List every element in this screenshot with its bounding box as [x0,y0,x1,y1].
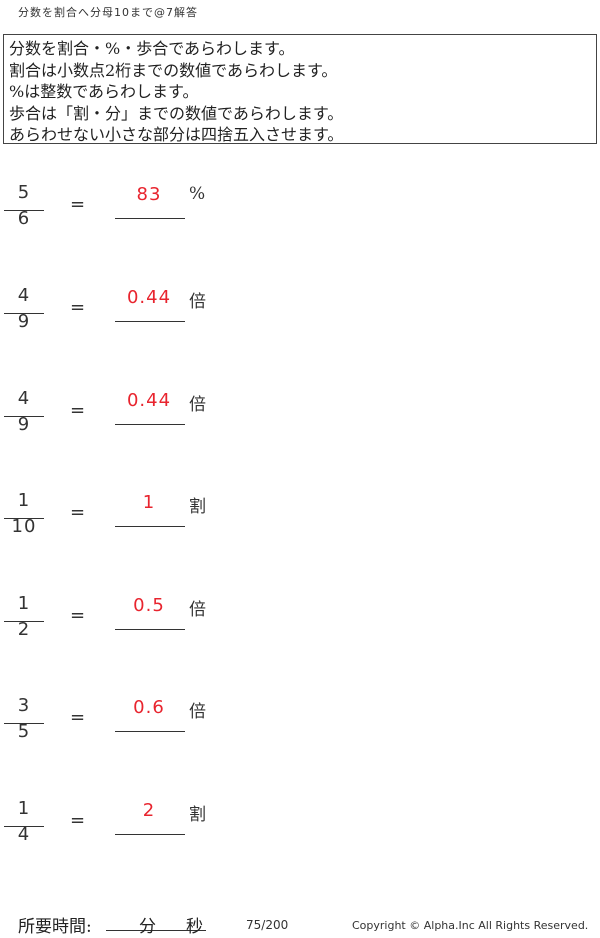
problem-6: 3 5 = 0.6 倍 [0,695,600,781]
unit-label: 倍 [189,395,206,415]
problem-1: 5 6 = 83 % [0,182,600,268]
fraction-bar [4,723,44,724]
minutes-label: 分 [139,917,156,937]
answer-underline [115,731,185,732]
denominator: 10 [11,516,37,537]
fraction-bar [4,313,44,314]
copyright-notice: Copyright © Alpha.Inc All Rights Reserve… [352,919,589,932]
equals-sign: = [70,297,86,318]
answer-value: 0.6 [133,697,165,718]
equals-sign: = [70,400,86,421]
worksheet-title: 分数を割合へ分母10まで@7解答 [18,6,198,19]
answer-underline [115,424,185,425]
unit-label: 倍 [189,292,206,312]
footer: 所要時間: 分 秒 75/200 Copyright © Alpha.Inc A… [0,908,600,937]
instructions-box: 分数を割合・%・歩合であらわします。 割合は小数点2桁までの数値であらわします。… [3,34,597,144]
answer-value: 0.5 [133,595,165,616]
unit-label: % [189,184,206,204]
problem-7: 1 4 = 2 割 [0,798,600,884]
answer-underline [115,834,185,835]
numerator: 4 [17,388,31,409]
numerator: 3 [17,695,31,716]
answer-underline [115,526,185,527]
instruction-line: あらわせない小さな部分は四捨五入させます。 [9,125,344,144]
numerator: 1 [17,593,31,614]
fraction-bar [4,621,44,622]
equals-sign: = [70,502,86,523]
fraction-bar [4,416,44,417]
problem-2: 4 9 = 0.44 倍 [0,285,600,371]
time-blank-underline [106,930,206,931]
numerator: 1 [17,490,31,511]
numerator: 5 [17,182,31,203]
answer-value: 1 [142,492,156,513]
problem-3: 4 9 = 0.44 倍 [0,388,600,474]
instruction-line: 分数を割合・%・歩合であらわします。 [9,39,295,58]
equals-sign: = [70,194,86,215]
denominator: 9 [17,311,31,332]
denominator: 4 [17,824,31,845]
seconds-label: 秒 [186,917,203,937]
equals-sign: = [70,810,86,831]
numerator: 1 [17,798,31,819]
fraction-bar [4,518,44,519]
denominator: 2 [17,619,31,640]
unit-label: 倍 [189,600,206,620]
problem-4: 1 10 = 1 割 [0,490,600,576]
numerator: 4 [17,285,31,306]
time-required-label: 所要時間: [18,917,92,937]
fraction-bar [4,210,44,211]
problem-5: 1 2 = 0.5 倍 [0,593,600,679]
answer-underline [115,629,185,630]
unit-label: 割 [189,805,206,825]
unit-label: 割 [189,497,206,517]
denominator: 5 [17,721,31,742]
denominator: 6 [17,208,31,229]
denominator: 9 [17,414,31,435]
answer-underline [115,321,185,322]
answer-value: 83 [136,184,162,205]
answer-underline [115,218,185,219]
page-number: 75/200 [246,918,289,932]
equals-sign: = [70,605,86,626]
equals-sign: = [70,707,86,728]
unit-label: 倍 [189,702,206,722]
answer-value: 0.44 [126,287,172,308]
fraction-bar [4,826,44,827]
instruction-line: %は整数であらわします。 [9,82,199,101]
instruction-line: 歩合は「割・分」までの数値であらわします。 [9,103,344,123]
instruction-line: 割合は小数点2桁までの数値であらわします。 [9,60,338,80]
answer-value: 0.44 [126,390,172,411]
answer-value: 2 [142,800,156,821]
